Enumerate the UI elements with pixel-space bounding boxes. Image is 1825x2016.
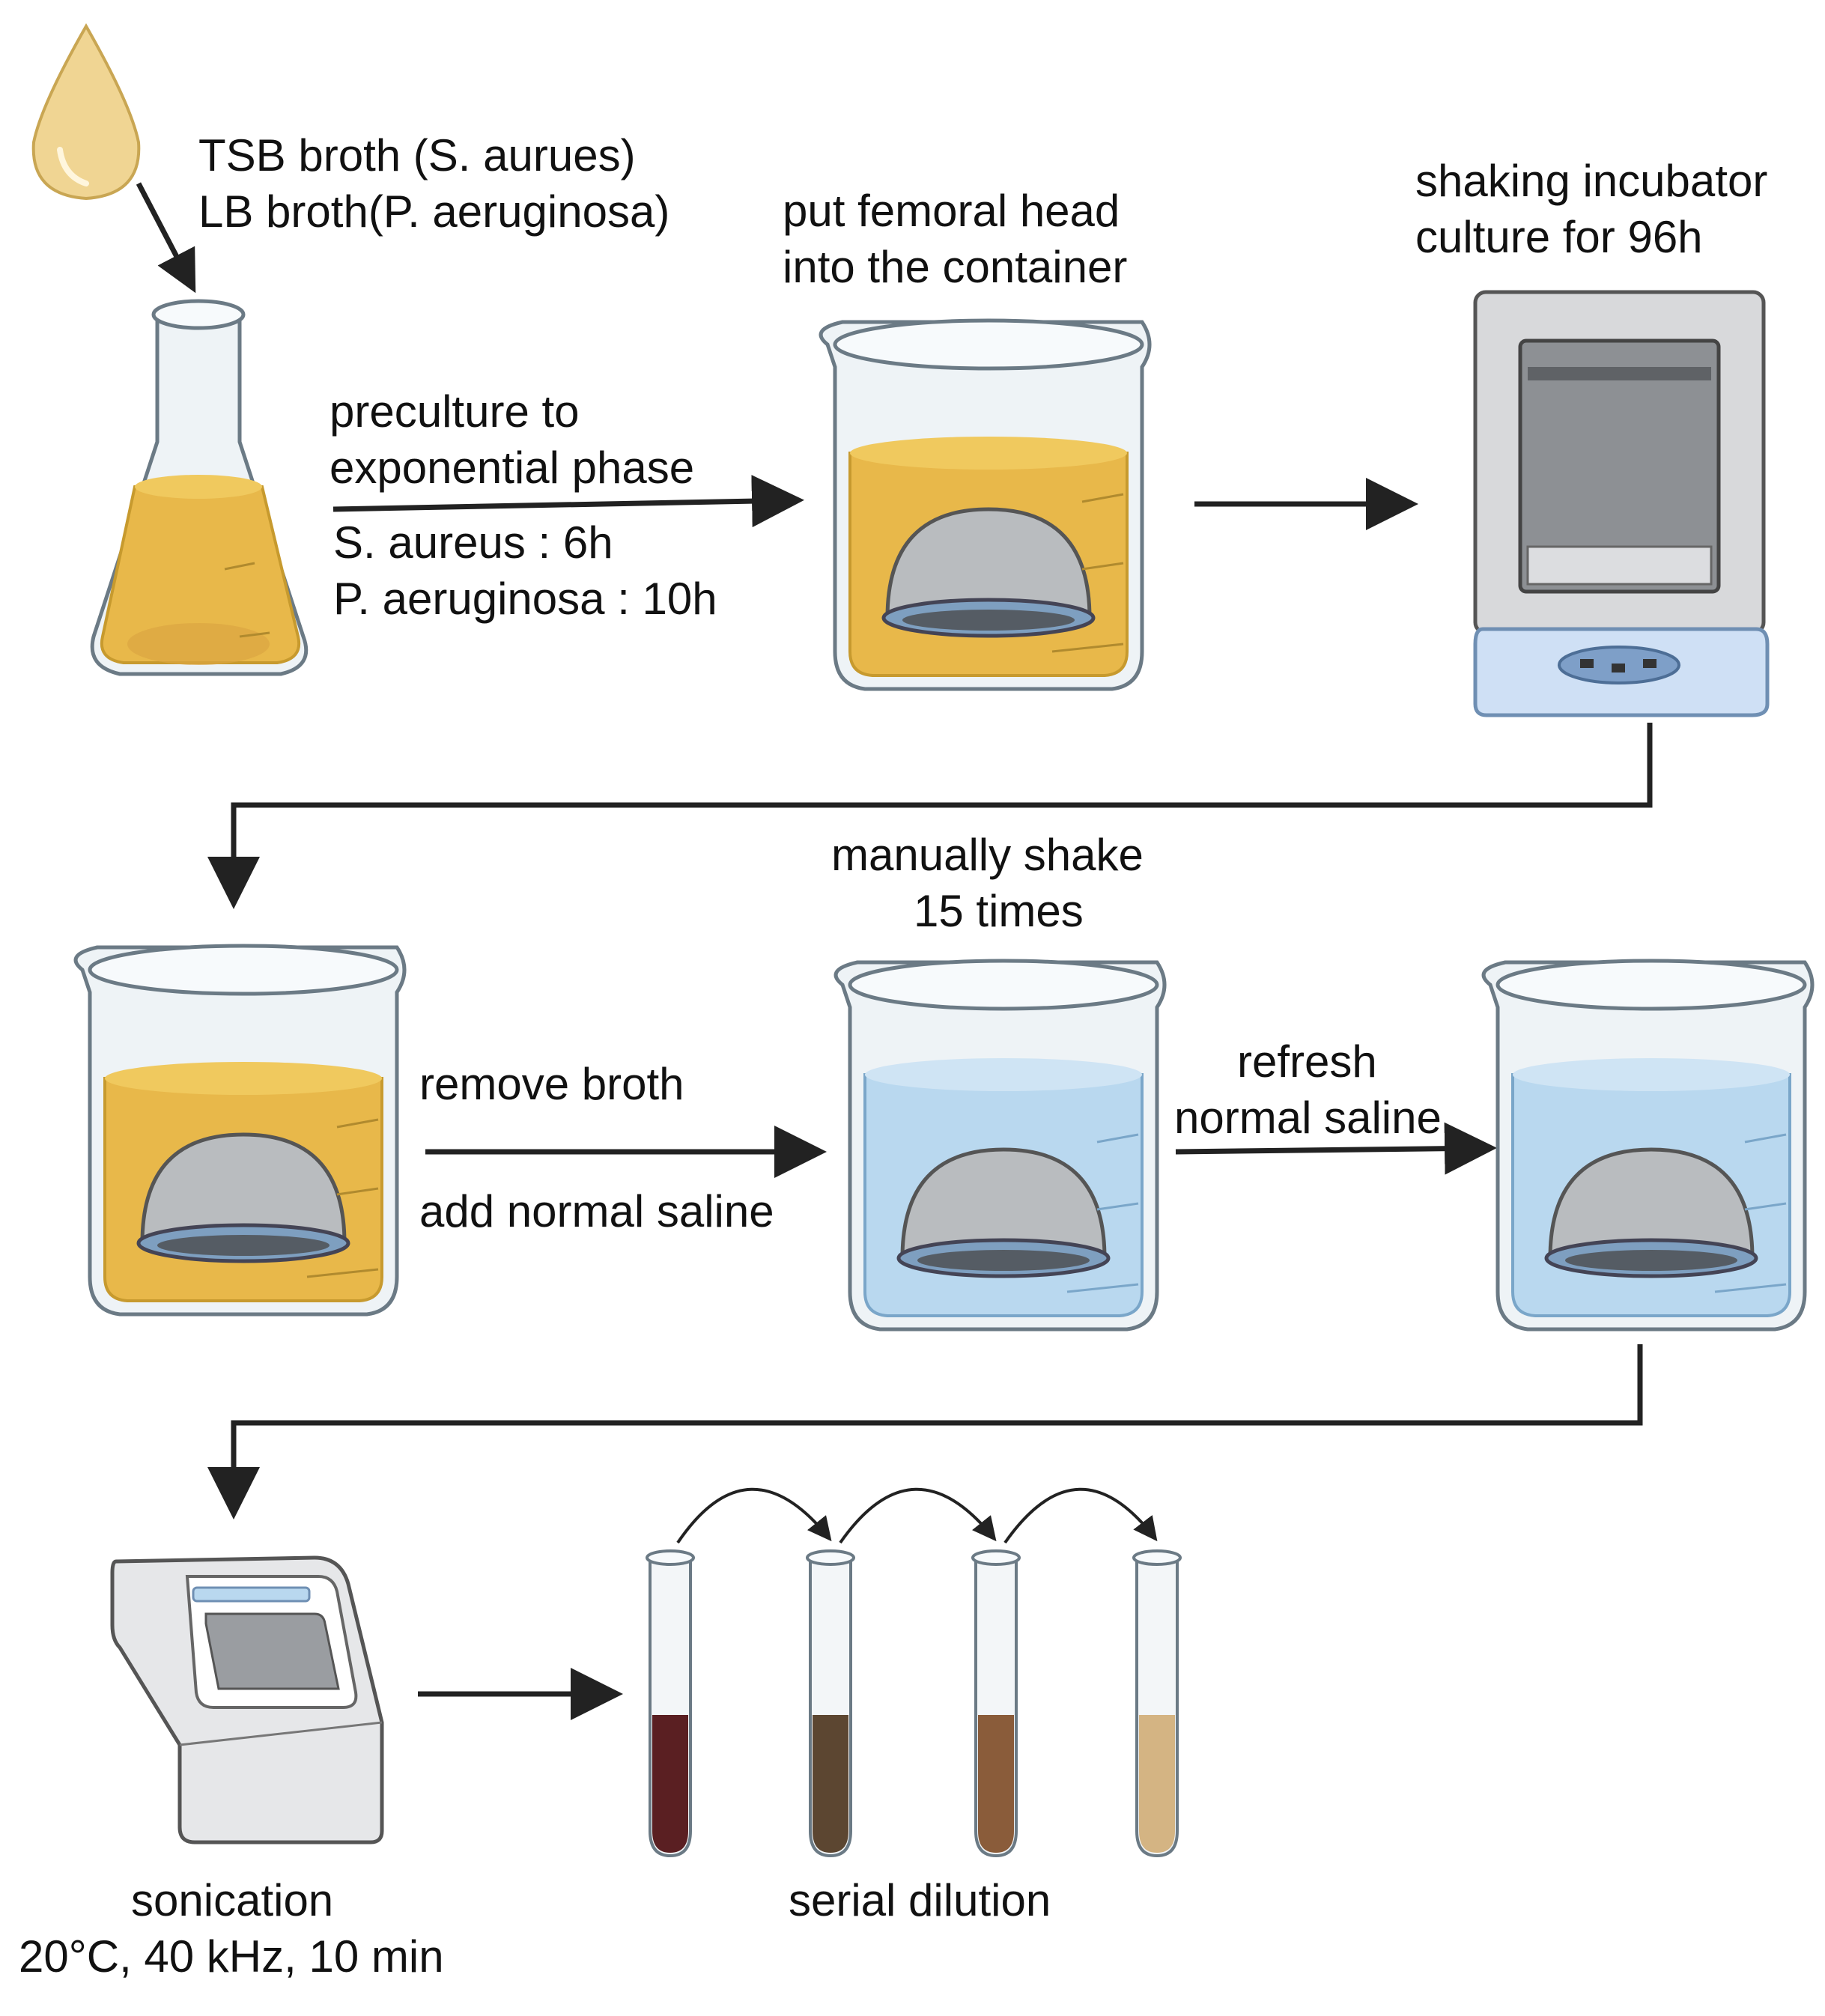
droplet-arrow: [136, 182, 196, 294]
incubator-label-line2: culture for 96h: [1415, 212, 1703, 262]
test-tube-2: [806, 1549, 855, 1858]
preculture-arrow: [332, 475, 804, 528]
transfer-arrow-3: [1003, 1487, 1158, 1544]
tube-2-liquid: [813, 1715, 848, 1853]
tube-1-liquid: [652, 1715, 688, 1853]
tube-4-liquid: [1139, 1715, 1175, 1853]
sonicator-icon: [110, 1555, 384, 1845]
connector-arrow-1: [207, 723, 1653, 909]
beaker-broth-icon: [76, 946, 404, 1314]
femoral-label-line2: into the container: [783, 242, 1127, 292]
shake-label-line1: manually shake: [831, 830, 1144, 880]
transfer-arrow-2: [839, 1487, 997, 1544]
broth-droplet-icon: [31, 22, 141, 201]
test-tube-1: [646, 1549, 695, 1858]
femoral-label-line1: put femoral head: [783, 186, 1120, 236]
serial-dilution-label: serial dilution: [789, 1875, 1051, 1925]
beaker-femoral-head-broth-icon: [821, 321, 1150, 689]
preculture-label-line1: preculture to: [330, 386, 580, 437]
connector-arrow-2: [207, 1344, 1643, 1519]
refresh-arrow: [1175, 1122, 1497, 1175]
shake-label-line2: 15 times: [914, 886, 1084, 936]
time-aeruginosa-label: P. aeruginosa : 10h: [333, 574, 717, 624]
beaker-saline-shake-icon: [836, 961, 1164, 1329]
transfer-arrow-1: [676, 1487, 832, 1544]
refresh-label-line1: refresh: [1237, 1036, 1377, 1087]
remove-broth-label: remove broth: [419, 1059, 684, 1109]
refresh-label-line2: normal saline: [1174, 1093, 1442, 1143]
test-tube-4: [1132, 1549, 1182, 1858]
tube-3-liquid: [978, 1715, 1014, 1853]
shaking-incubator-icon: [1473, 290, 1770, 717]
erlenmeyer-flask-icon: [90, 299, 309, 676]
broth-label-line1: TSB broth (S. aurues): [198, 130, 636, 180]
preculture-label-line2: exponential phase: [330, 443, 694, 493]
broth-label-line2: LB broth(P. aeruginosa): [198, 186, 669, 237]
add-saline-label: add normal saline: [419, 1186, 774, 1236]
time-aureus-label: S. aureus : 6h: [333, 517, 613, 568]
sonication-label-line2: 20°C, 40 kHz, 10 min: [19, 1931, 444, 1982]
incubator-label-line1: shaking incubator: [1415, 156, 1767, 206]
beaker-fresh-saline-icon: [1484, 961, 1812, 1329]
test-tube-3: [971, 1549, 1021, 1858]
sonication-label-line1: sonication: [131, 1875, 333, 1925]
